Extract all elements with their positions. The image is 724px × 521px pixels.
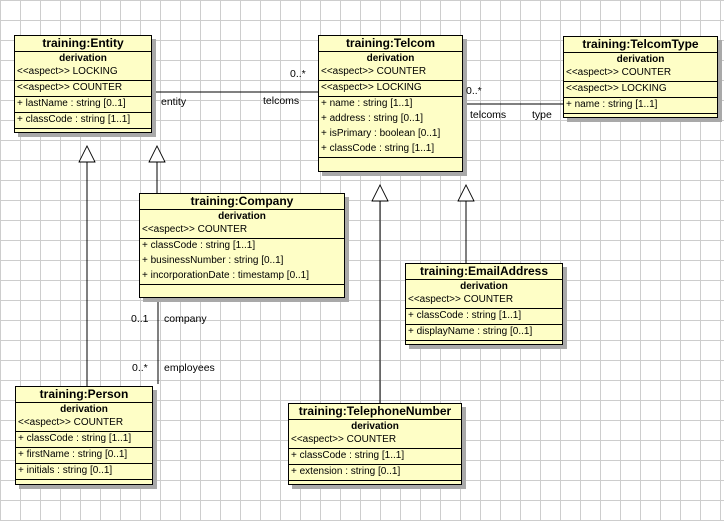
attribute-row: + isPrimary : boolean [0..1] [321, 128, 441, 139]
class-title: training:Person [16, 387, 152, 403]
attribute-row: + address : string [0..1] [321, 113, 423, 124]
attribute-row: + classCode : string [1..1] [406, 309, 562, 325]
class-stereotype: derivation [351, 421, 399, 432]
class-title: training:TelephoneNumber [289, 404, 461, 420]
class-title: training:Telcom [319, 36, 462, 52]
attribute-row: + initials : string [0..1] [16, 464, 152, 480]
multiplicity-label: 0..1 [131, 313, 149, 325]
multiplicity-label: 0..* [290, 68, 306, 80]
aspect-row: <<aspect>> COUNTER [564, 66, 717, 82]
attribute-row: + classCode : string [1..1] [15, 113, 151, 129]
attribute-row: + businessNumber : string [0..1] [142, 255, 284, 266]
role-label: employees [164, 362, 215, 374]
class-stereotype: derivation [616, 54, 665, 65]
class-title: training:EmailAddress [406, 264, 562, 280]
class-stereotype: derivation [218, 211, 266, 222]
class-title: training:Company [140, 194, 344, 210]
aspect-row: <<aspect>> COUNTER [16, 416, 152, 432]
aspect-row: <<aspect>> LOCKING [15, 65, 151, 81]
aspect-row: <<aspect>> COUNTER [289, 433, 461, 449]
attribute-row: + classCode : string [1..1] [319, 142, 462, 158]
aspect-row: <<aspect>> COUNTER [140, 223, 344, 239]
role-label: type [532, 109, 552, 121]
role-label: company [164, 313, 207, 325]
generalization-arrowhead [457, 183, 475, 202]
aspect-row: <<aspect>> COUNTER [406, 293, 562, 309]
aspect-row: <<aspect>> COUNTER [15, 81, 151, 97]
attribute-row: + incorporationDate : timestamp [0..1] [140, 269, 344, 285]
class-stereotype: derivation [59, 53, 107, 64]
aspect-row: <<aspect>> LOCKING [319, 81, 462, 97]
attribute-row: + displayName : string [0..1] [406, 325, 562, 341]
role-label: entity [161, 96, 187, 108]
class-title: training:Entity [15, 36, 151, 52]
role-label: telcoms [263, 95, 300, 107]
attribute-row: + name : string [1..1] [321, 98, 413, 109]
attribute-row: + classCode : string [1..1] [16, 432, 152, 448]
multiplicity-label: 0..* [466, 85, 482, 97]
class-stereotype: derivation [366, 53, 415, 64]
attribute-row: + name : string [1..1] [564, 98, 717, 114]
class-stereotype: derivation [60, 404, 108, 415]
attribute-row: + firstName : string [0..1] [16, 448, 152, 464]
generalization-arrowhead [371, 183, 389, 202]
generalization-arrowhead [78, 144, 96, 163]
generalization-arrowhead [148, 144, 166, 163]
class-title: training:TelcomType [564, 37, 717, 53]
role-label: telcoms [470, 109, 507, 121]
attribute-row: + classCode : string [1..1] [142, 240, 256, 251]
class-stereotype: derivation [460, 281, 508, 292]
aspect-row: <<aspect>> COUNTER [319, 65, 462, 81]
attribute-row: + classCode : string [1..1] [289, 449, 461, 465]
attribute-row: + extension : string [0..1] [289, 465, 461, 481]
multiplicity-label: 0..* [132, 362, 148, 374]
attribute-row: + lastName : string [0..1] [15, 97, 151, 113]
aspect-row: <<aspect>> LOCKING [564, 82, 717, 98]
